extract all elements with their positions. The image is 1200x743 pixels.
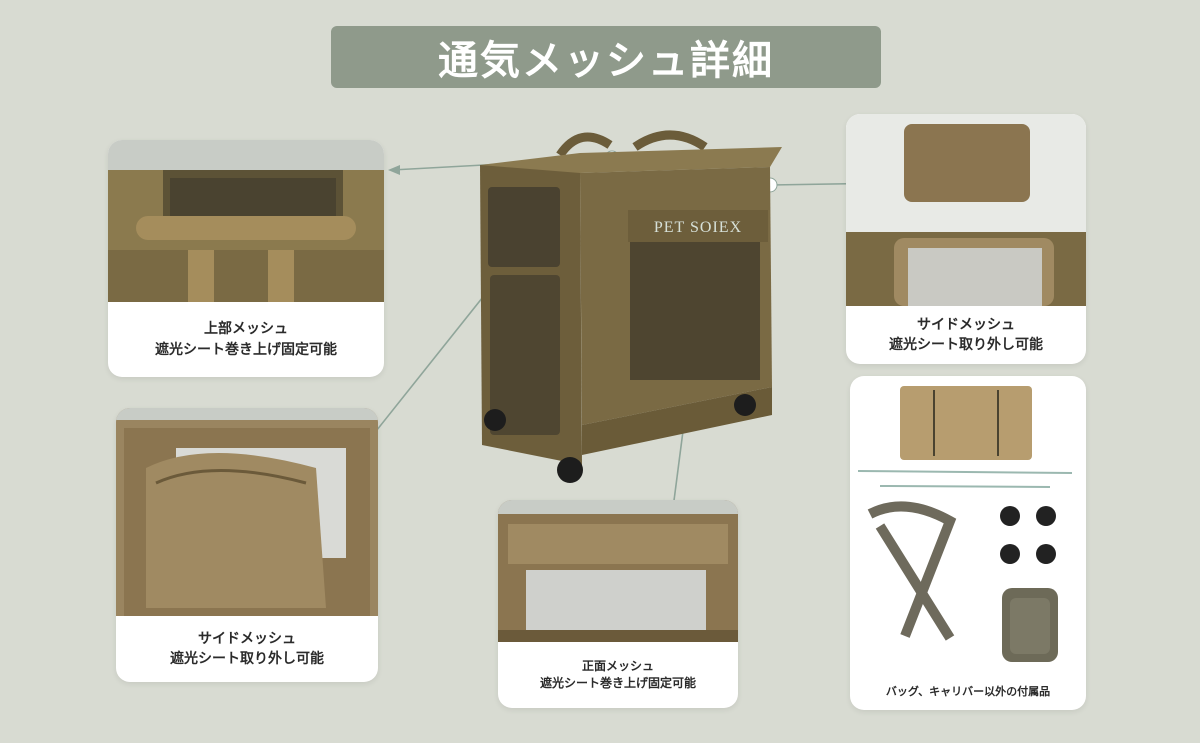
wheel-icon xyxy=(484,409,506,431)
side-mesh-left-caption: サイドメッシュ 遮光シート取り外し可能 xyxy=(116,616,378,682)
wheel-icon xyxy=(734,394,756,416)
side-mesh-right-card: サイドメッシュ 遮光シート取り外し可能 xyxy=(846,114,1086,364)
floor-mat xyxy=(900,386,1032,460)
spare-wheel-icon xyxy=(1000,506,1020,526)
accessories-card: バッグ、キャリバー以外の付属品 xyxy=(850,376,1086,710)
caption-line-1: サイドメッシュ xyxy=(198,630,296,647)
page-title: 通気メッシュ詳細 xyxy=(331,26,881,88)
side-mesh-left-card: サイドメッシュ 遮光シート取り外し可能 xyxy=(116,408,378,682)
caption-line-2: 遮光シート巻き上げ固定可能 xyxy=(539,676,696,690)
accessories-caption: バッグ、キャリバー以外の付属品 xyxy=(850,674,1086,710)
front-mesh-photo xyxy=(498,500,738,642)
product-logo: PET SOIEX xyxy=(654,219,742,236)
spare-wheel-icon xyxy=(1036,544,1056,564)
top-mesh-photo xyxy=(108,140,384,302)
caption-line-2: 遮光シート取り外し可能 xyxy=(889,337,1043,353)
caption-line-1: バッグ、キャリバー以外の付属品 xyxy=(885,685,1051,699)
front-mesh-caption: 正面メッシュ 遮光シート巻き上げ固定可能 xyxy=(498,642,738,708)
wheel-icon xyxy=(557,457,583,483)
caption-line-2: 遮光シート取り外し可能 xyxy=(170,651,324,667)
side-mesh-right-caption: サイドメッシュ 遮光シート取り外し可能 xyxy=(846,306,1086,364)
side-mesh-area xyxy=(488,187,560,267)
support-rod xyxy=(879,485,1051,488)
caption-line-1: 正面メッシュ xyxy=(581,658,654,673)
accessories-photo xyxy=(857,386,1073,662)
top-mesh-caption: 上部メッシュ 遮光シート巻き上げ固定可能 xyxy=(108,302,384,377)
front-mesh-area xyxy=(630,240,760,380)
spare-wheel-icon xyxy=(1036,506,1056,526)
pet-carrier-illustration: PET SOIEX xyxy=(480,130,782,483)
side-mesh-right-photo xyxy=(846,114,1086,306)
side-mesh-left-photo xyxy=(116,408,378,616)
caption-line-1: サイドメッシュ xyxy=(917,316,1015,333)
support-rod xyxy=(857,470,1073,474)
spare-wheel-icon xyxy=(1000,544,1020,564)
caption-line-1: 上部メッシュ xyxy=(204,321,288,338)
shoulder-strap xyxy=(867,501,957,638)
caption-line-2: 遮光シート巻き上げ固定可能 xyxy=(155,341,337,358)
front-mesh-card: 正面メッシュ 遮光シート巻き上げ固定可能 xyxy=(498,500,738,708)
top-mesh-card: 上部メッシュ 遮光シート巻き上げ固定可能 xyxy=(108,140,384,377)
